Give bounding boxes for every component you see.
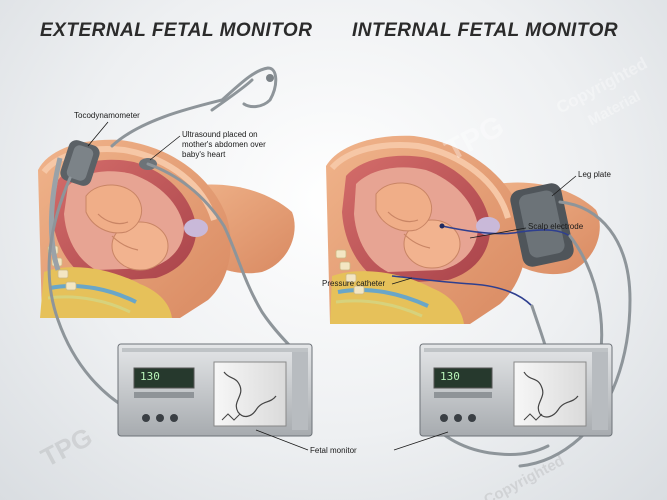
fetus-external xyxy=(85,184,169,271)
external-display-readout: 130 xyxy=(140,370,160,383)
spine-internal xyxy=(335,249,365,295)
internal-monitor-unit xyxy=(419,343,613,437)
label-pressure-catheter: Pressure catheter xyxy=(322,279,386,288)
fetus-internal xyxy=(375,182,461,269)
internal-anatomy xyxy=(326,135,600,324)
label-scalp-electrode: Scalp electrode xyxy=(528,222,584,231)
external-monitor-title: EXTERNAL FETAL MONITOR xyxy=(40,20,313,41)
internal-paper-strip xyxy=(513,361,587,427)
internal-digital-display xyxy=(433,367,493,389)
pelvic-organs-internal xyxy=(330,271,464,324)
scalp-electrode-tip xyxy=(439,223,445,229)
label-ultrasound-3: baby's heart xyxy=(182,150,226,159)
label-ultrasound-2: mother's abdomen over xyxy=(182,140,266,149)
external-control-knobs xyxy=(142,414,178,422)
label-leg-plate: Leg plate xyxy=(578,170,611,179)
bladder xyxy=(184,219,208,237)
leg-plate xyxy=(510,183,574,267)
external-monitor-unit xyxy=(117,343,313,437)
internal-monitor-title: INTERNAL FETAL MONITOR xyxy=(352,20,619,41)
label-ultrasound-1: Ultrasound placed on xyxy=(182,130,258,139)
external-anatomy xyxy=(38,139,295,318)
internal-control-knobs xyxy=(440,414,476,422)
external-trace xyxy=(223,371,277,418)
external-digital-display xyxy=(133,367,195,389)
stethoscope-earpiece xyxy=(266,74,274,82)
internal-trace xyxy=(523,371,579,418)
label-leader-lines xyxy=(87,121,577,451)
bladder-internal xyxy=(476,217,500,235)
tocodynamometer-transducer xyxy=(60,140,100,186)
external-paper-strip xyxy=(213,361,287,427)
label-tocodynamometer: Tocodynamometer xyxy=(74,111,140,120)
label-fetal-monitor: Fetal monitor xyxy=(310,446,357,455)
internal-display-readout: 130 xyxy=(440,370,460,383)
scalp-electrode-wire xyxy=(441,225,571,237)
monitor-belt xyxy=(48,157,63,271)
